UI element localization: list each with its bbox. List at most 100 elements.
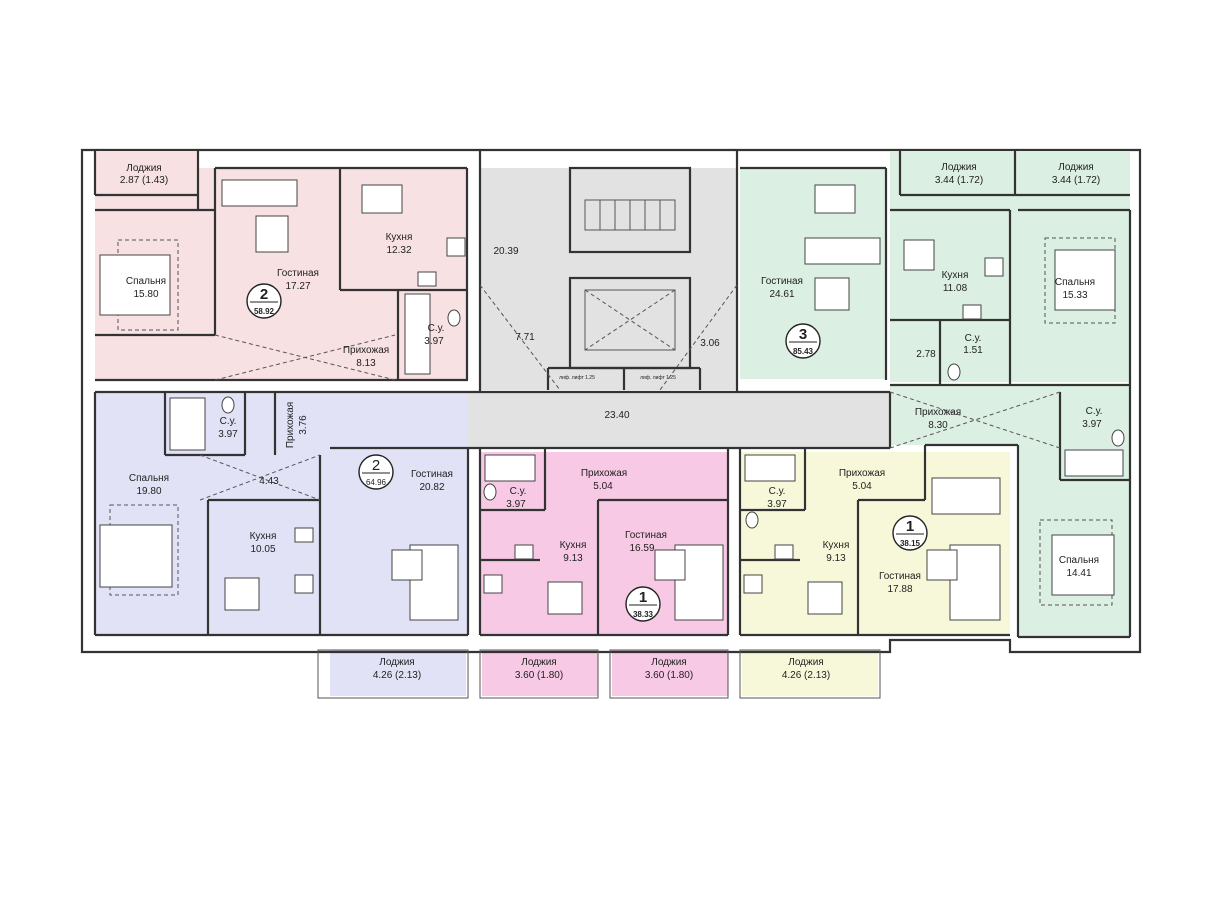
room-area-loggia-bm1: 3.60 (1.80) — [515, 670, 563, 681]
room-area-kitchen-bl: 10.05 — [250, 544, 275, 555]
toilet-icon — [447, 309, 461, 327]
fill-loggia-bm1 — [482, 650, 598, 696]
sink-icon — [514, 544, 534, 560]
room-area-hall-bl: 3.76 — [298, 415, 309, 435]
bed-icon — [931, 477, 1001, 515]
apartment-rooms: 3 — [799, 326, 807, 343]
room-area-loggia-br: 4.26 (2.13) — [782, 670, 830, 681]
room-name-living-bm2: Гостиная — [879, 571, 921, 582]
outer-wall — [80, 148, 1142, 654]
room-name-kitchen-tl: Кухня — [386, 232, 413, 243]
table-icon — [807, 581, 843, 615]
room-name-loggia-bm2: Лоджия — [651, 657, 686, 668]
room-name-kitchen-tr: Кухня — [942, 270, 969, 281]
walls — [80, 148, 1142, 699]
room-area-common-3: 3.06 — [700, 338, 720, 349]
table-icon — [903, 239, 935, 271]
room-name-hall-tl: Прихожая — [343, 345, 389, 356]
fill-loggia-bm2 — [612, 650, 728, 696]
room-area-living-bl: 20.82 — [419, 482, 444, 493]
guide-8 — [889, 391, 1061, 449]
room-name-wc-tr: С.у. — [965, 333, 982, 344]
badge-circle — [358, 454, 394, 490]
table-icon — [654, 549, 686, 581]
fill-loggia-bl — [330, 650, 466, 696]
room-area-living-tl: 17.27 — [285, 281, 310, 292]
room-area-bedroom-bl: 19.80 — [136, 486, 161, 497]
stair-core — [568, 166, 692, 254]
room-area-wc-bm: 3.97 — [506, 499, 526, 510]
room-area-corridor: 23.40 — [604, 410, 629, 421]
loggia-bm1-outline — [479, 649, 599, 699]
room-area-kitchen-tl: 12.32 — [386, 245, 411, 256]
table-icon — [255, 215, 289, 253]
toilet-icon — [745, 511, 759, 529]
room-area-loggia-bm2: 3.60 (1.80) — [645, 670, 693, 681]
apartment-area: 85.43 — [793, 347, 814, 356]
toilet-icon — [1111, 429, 1125, 447]
room-area-loggia-tl: 2.87 (1.43) — [120, 175, 168, 186]
bathtub-icon — [169, 397, 206, 451]
elevator-label: лиф. лифт 1.25 — [559, 375, 595, 381]
room-name-loggia-bm1: Лоджия — [521, 657, 556, 668]
apartment-badge: 1 38.15 — [892, 515, 928, 551]
toilet-icon — [221, 396, 235, 414]
room-name-bedroom-tl: Спальня — [126, 276, 166, 287]
sink-icon — [962, 304, 982, 320]
guide-7 — [889, 391, 1061, 449]
room-name-bedroom-bl: Спальня — [129, 473, 169, 484]
room-area-hall-bm: 5.04 — [593, 481, 613, 492]
fill-loggia-br — [742, 650, 878, 696]
lift-shaft — [584, 289, 676, 351]
apartment-area: 38.33 — [633, 610, 654, 619]
room-name-bedroom-tr: Спальня — [1055, 277, 1095, 288]
room-area-loggia-tr1: 3.44 (1.72) — [935, 175, 983, 186]
apartment-badge: 2 64.96 — [358, 454, 394, 490]
apartment-rooms: 1 — [639, 589, 647, 606]
room-name-loggia-tr1: Лоджия — [941, 162, 976, 173]
room-area-living-bm2: 17.88 — [887, 584, 912, 595]
room-area-bedroom-tl: 15.80 — [133, 289, 158, 300]
bed-frame-3 — [109, 504, 179, 596]
apartment-badges: 2 58.92 3 85.43 2 64.96 1 38.33 1 38.15 — [246, 283, 928, 622]
sink-icon — [417, 271, 437, 287]
room-area-common-1: 20.39 — [493, 246, 518, 257]
guide-1 — [479, 284, 561, 391]
badge-circle — [785, 323, 821, 359]
stairs — [584, 199, 676, 351]
room-area-living-tr: 24.61 — [769, 289, 794, 300]
toilet-icon — [947, 363, 961, 381]
apartment-area: 64.96 — [366, 478, 387, 487]
sofa-icon — [804, 237, 881, 265]
room-area-living-bm: 16.59 — [629, 543, 654, 554]
stove-icon — [446, 237, 466, 257]
sink-icon — [294, 527, 314, 543]
table-icon — [814, 184, 856, 214]
room-area-bedroom-tr: 15.33 — [1062, 290, 1087, 301]
room-name-hall-bl: Прихожая — [285, 402, 296, 448]
table-icon — [926, 549, 958, 581]
apartment-area: 38.15 — [900, 539, 921, 548]
room-area-wc-r: 3.97 — [1082, 419, 1102, 430]
room-name-loggia-tl: Лоджия — [126, 163, 161, 174]
bathtub-icon — [744, 454, 796, 482]
badge-circle — [892, 515, 928, 551]
badge-circle — [246, 283, 282, 319]
apartment-rooms: 2 — [260, 286, 268, 303]
room-area-wc-tl: 3.97 — [424, 336, 444, 347]
table-icon — [224, 577, 260, 611]
bathtub-icon — [1064, 449, 1124, 477]
room-name-hall-bm: Прихожая — [581, 468, 627, 479]
room-area-hall-tl: 8.13 — [356, 358, 376, 369]
room-name-wc-bm: С.у. — [510, 486, 527, 497]
sofa-icon — [949, 544, 1001, 621]
stove-icon — [294, 574, 314, 594]
furniture — [99, 179, 1125, 621]
room-name-wc-tl: С.у. — [428, 323, 445, 334]
room-name-kitchen-bm2: Кухня — [823, 540, 850, 551]
room-area-hall-tr: 2.78 — [916, 349, 936, 360]
table-icon — [391, 549, 423, 581]
guide-6 — [199, 454, 321, 501]
room-area-kitchen-bm: 9.13 — [563, 553, 583, 564]
